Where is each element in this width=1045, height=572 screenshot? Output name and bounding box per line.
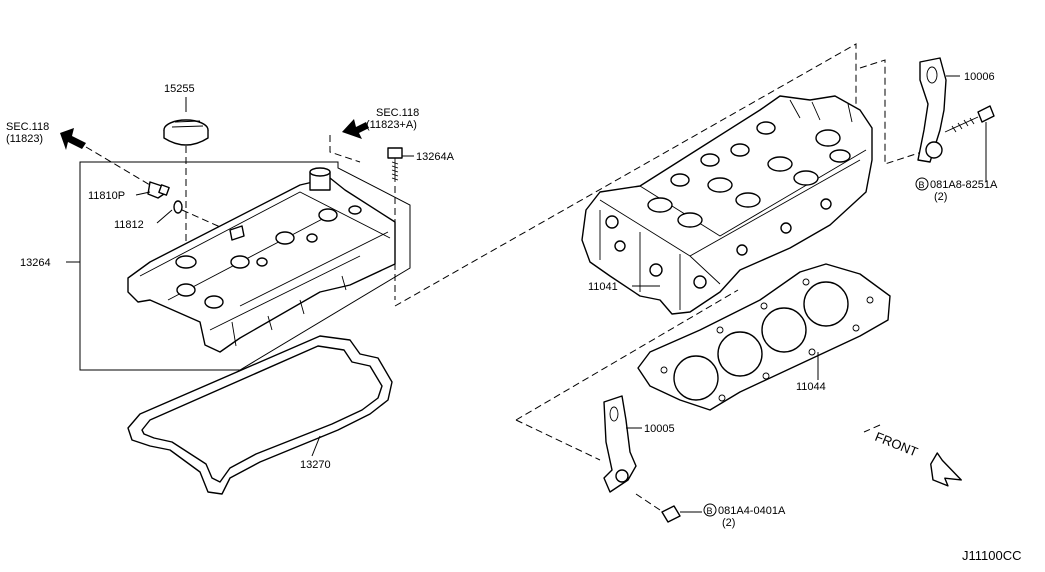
bolt-081A8-8251A[interactable] [944,105,995,133]
engine-slinger-10005[interactable] [603,395,637,493]
bolt-code-081A4: 081A4-0401A [718,505,786,517]
label-11044: 11044 [796,381,826,393]
head-envelope [394,43,857,307]
label-10006: 10006 [964,71,995,83]
rocker-cover-gasket[interactable] [127,335,393,495]
oil-filler-cap[interactable] [163,119,209,146]
cylinder-head[interactable] [581,95,873,315]
bolt-marker-b2 [703,503,717,517]
leader-13270 [311,435,321,457]
front-label: FRONT [873,429,920,460]
rocker-cover[interactable] [127,167,396,353]
engine-slinger-10006[interactable] [917,57,947,163]
gasket-envelope [515,289,881,461]
sec118-left-arrow[interactable] [60,128,151,186]
bolt-marker-b1-text: B [919,180,925,190]
head-envelope-2 [859,59,929,165]
leader-11812 [156,209,173,224]
bolt-qty-081A8: (2) [934,191,947,203]
label-13264A: 13264A [416,151,455,163]
diagram-code: J11100CC [962,548,1022,563]
label-13264: 13264 [20,257,51,269]
label-13270: 13270 [300,459,331,471]
cylinder-head-gasket[interactable] [637,263,891,411]
label-11041: 11041 [588,281,618,293]
sec118-right-sub-label[interactable]: (11823+A) [366,119,417,131]
sec118-left-label[interactable]: SEC.118 [6,121,49,133]
label-11812: 11812 [114,219,144,231]
bolt-code-081A8: 081A8-8251A [930,179,998,191]
sec118-right-arrow[interactable] [329,119,369,163]
pcv-valve[interactable] [147,181,170,199]
bolt-081A4-0401A[interactable] [635,493,681,523]
group-bracket-13264 [79,161,411,371]
bolt-qty-081A4: (2) [722,517,735,529]
bolt-marker-b1 [915,177,929,191]
sec118-right-label[interactable]: SEC.118 [376,107,419,119]
front-arrow-icon [930,452,962,487]
leader-11810P [135,191,151,196]
sec118-left-sub-label[interactable]: (11823) [6,133,43,145]
o-ring[interactable] [173,200,183,214]
bolt-marker-b2-text: B [707,506,713,516]
label-15255: 15255 [164,83,195,95]
label-11810P: 11810P [88,190,125,202]
bolt-13264A[interactable] [387,147,403,182]
label-10005: 10005 [644,423,675,435]
